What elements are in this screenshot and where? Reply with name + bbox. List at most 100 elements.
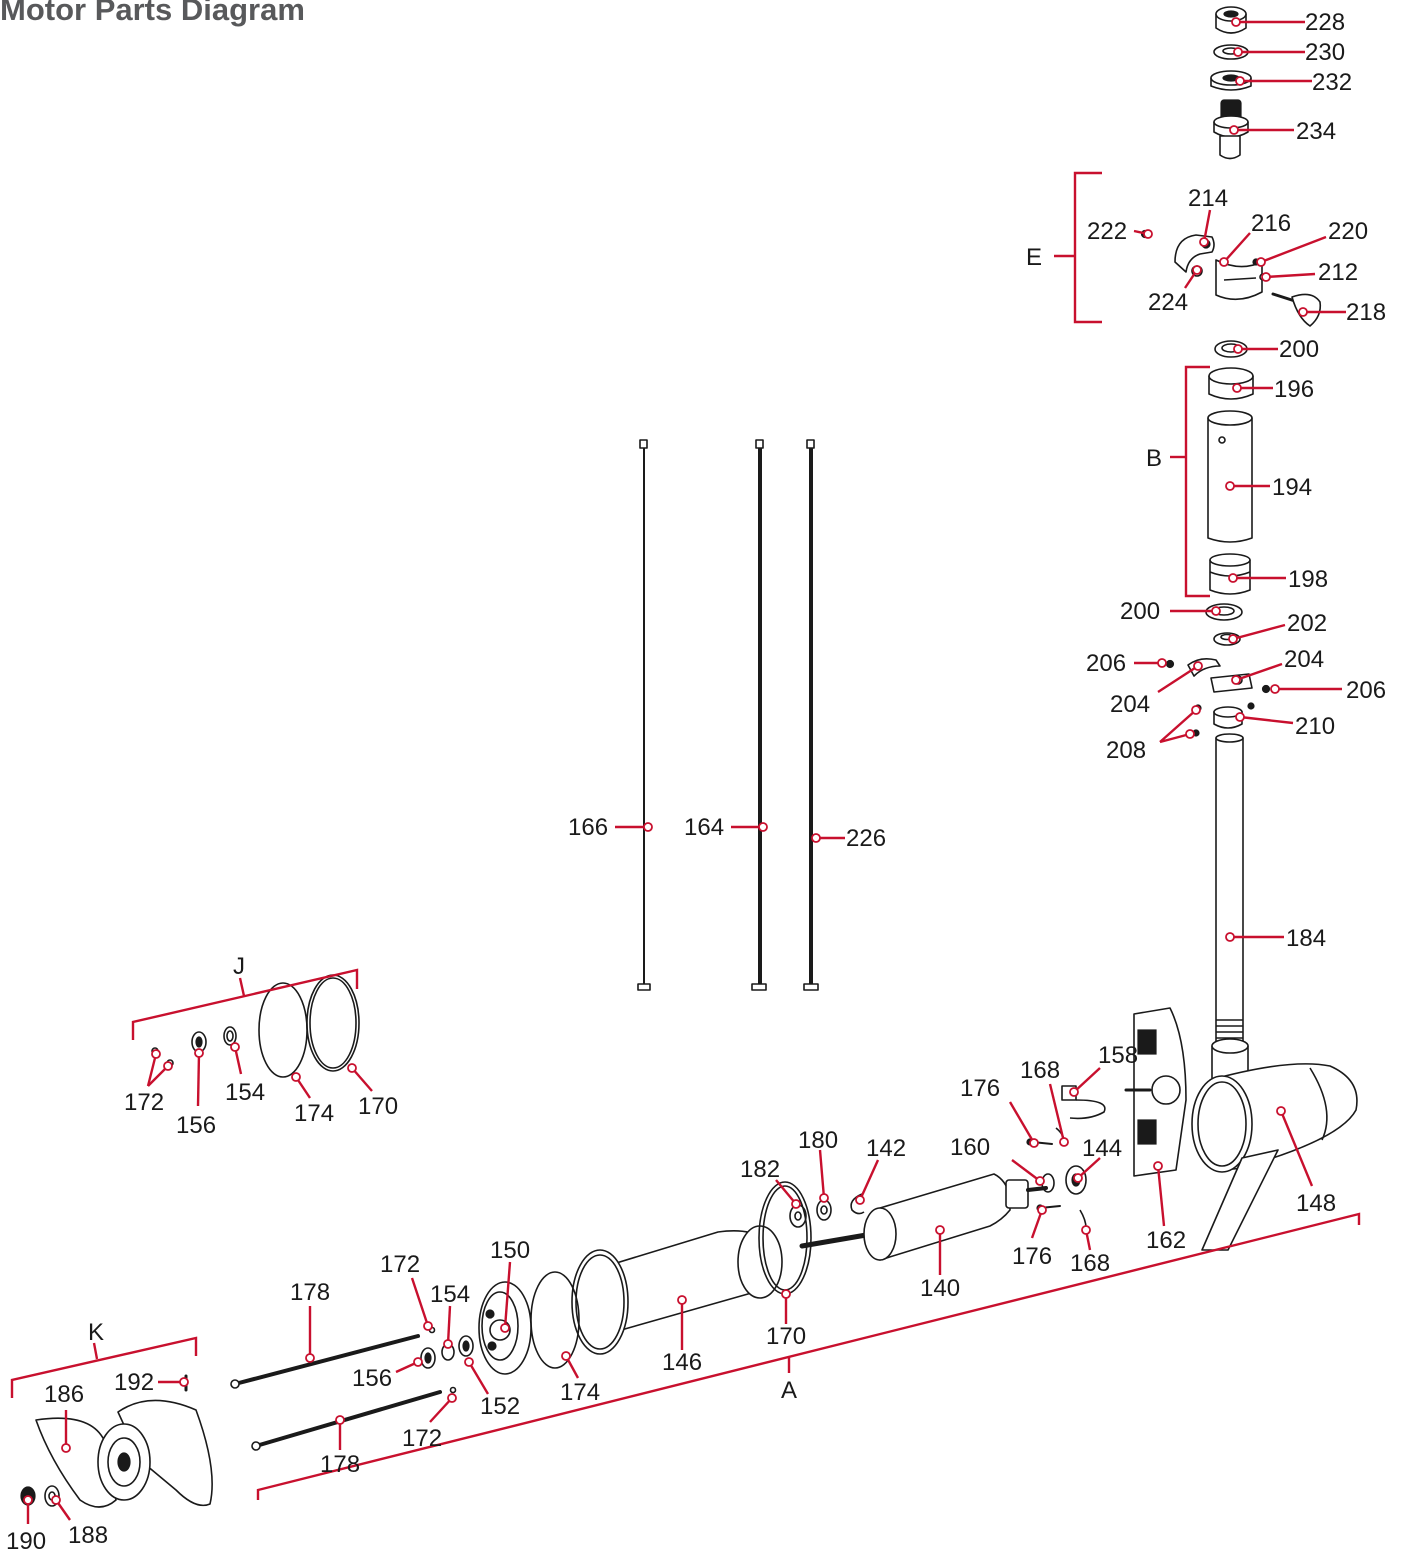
label-206-right: 206 xyxy=(1346,677,1386,704)
part-210-ring xyxy=(1213,702,1255,729)
part-174-oring xyxy=(530,1271,580,1369)
label-158: 158 xyxy=(1098,1042,1138,1069)
leader-176a xyxy=(1008,1101,1039,1148)
part-156-j-bearing xyxy=(191,1031,207,1053)
label-148: 148 xyxy=(1296,1190,1336,1217)
label-208: 208 xyxy=(1106,737,1146,764)
part-206-screw-left xyxy=(1165,659,1175,669)
group-brackets xyxy=(10,171,1361,1500)
label-226: 226 xyxy=(846,825,886,852)
label-166: 166 xyxy=(568,814,608,841)
label-172-bottom: 172 xyxy=(402,1425,442,1452)
leader-218 xyxy=(1298,307,1346,317)
part-228-cap xyxy=(1215,6,1247,34)
part-170-j-oring xyxy=(306,974,360,1072)
group-labels: E B J A K xyxy=(88,244,1162,1404)
leader-144 xyxy=(1073,1157,1101,1183)
label-182: 182 xyxy=(740,1156,780,1183)
label-216: 216 xyxy=(1251,210,1291,237)
part-206-screw-right xyxy=(1261,684,1271,694)
part-154-j-seal xyxy=(223,1026,237,1046)
leader-222 xyxy=(1133,229,1153,239)
label-234: 234 xyxy=(1296,118,1336,145)
label-170: 170 xyxy=(766,1323,806,1350)
leader-226 xyxy=(811,833,845,843)
label-168-top: 168 xyxy=(1020,1057,1060,1084)
label-160: 160 xyxy=(950,1134,990,1161)
leader-232 xyxy=(1235,76,1312,86)
leader-170a xyxy=(781,1289,791,1324)
leader-180 xyxy=(818,1149,829,1203)
part-142-clip xyxy=(850,1193,865,1215)
leader-184 xyxy=(1225,932,1284,942)
part-182-washer xyxy=(789,1204,807,1228)
group-label-b: B xyxy=(1146,445,1162,472)
label-142: 142 xyxy=(866,1135,906,1162)
label-192: 192 xyxy=(114,1369,154,1396)
leader-214 xyxy=(1199,209,1212,247)
leader-168a xyxy=(1048,1083,1069,1147)
leader-190 xyxy=(23,1495,33,1524)
label-210: 210 xyxy=(1295,713,1335,740)
label-220: 220 xyxy=(1328,218,1368,245)
part-194-tube xyxy=(1207,410,1253,543)
leader-168b xyxy=(1081,1225,1092,1251)
leader-194 xyxy=(1225,481,1270,491)
bracket-b xyxy=(1170,365,1210,598)
label-176-bottom: 176 xyxy=(1012,1243,1052,1270)
leader-178a xyxy=(305,1306,315,1363)
label-156: 156 xyxy=(352,1365,392,1392)
part-178-through-bolts xyxy=(230,1334,442,1451)
label-178-bottom: 178 xyxy=(320,1451,360,1478)
leader-210 xyxy=(1235,712,1294,725)
label-196: 196 xyxy=(1274,376,1314,403)
leader-208 xyxy=(1159,705,1201,744)
leader-234 xyxy=(1229,125,1294,135)
leader-230 xyxy=(1233,47,1305,57)
label-198: 198 xyxy=(1288,566,1328,593)
bracket-a xyxy=(256,1212,1361,1500)
part-146-housing xyxy=(571,1225,783,1355)
label-228: 228 xyxy=(1305,9,1345,36)
leader-176b xyxy=(1030,1205,1047,1239)
label-144: 144 xyxy=(1082,1135,1122,1162)
leader-206a xyxy=(1134,658,1167,668)
label-176-top: 176 xyxy=(960,1075,1000,1102)
label-170-j: 170 xyxy=(358,1093,398,1120)
part-234-collar xyxy=(1213,99,1249,160)
leader-166 xyxy=(615,822,653,832)
leader-202 xyxy=(1228,623,1286,644)
leader-142 xyxy=(855,1159,880,1205)
label-174-j: 174 xyxy=(294,1100,334,1127)
label-154: 154 xyxy=(430,1281,470,1308)
label-224: 224 xyxy=(1148,289,1188,316)
label-180: 180 xyxy=(798,1127,838,1154)
leader-148 xyxy=(1276,1106,1314,1187)
part-166-rod xyxy=(637,439,651,991)
label-230: 230 xyxy=(1305,39,1345,66)
leader-206b xyxy=(1270,684,1342,694)
part-184-shaft xyxy=(1215,733,1244,1053)
label-232: 232 xyxy=(1312,69,1352,96)
bracket-k xyxy=(10,1336,198,1398)
label-172-j: 172 xyxy=(124,1089,164,1116)
label-188: 188 xyxy=(68,1522,108,1549)
leader-170j xyxy=(347,1063,373,1092)
leader-200b xyxy=(1170,606,1221,616)
label-222: 222 xyxy=(1087,218,1127,245)
label-168-bottom: 168 xyxy=(1070,1250,1110,1277)
label-212: 212 xyxy=(1318,259,1358,286)
part-198-bushing xyxy=(1209,553,1251,595)
leader-146 xyxy=(677,1295,687,1350)
leader-224 xyxy=(1184,265,1202,289)
label-174: 174 xyxy=(560,1379,600,1406)
part-204-clamp-left xyxy=(1187,658,1221,677)
leader-178b xyxy=(335,1415,345,1450)
leader-140 xyxy=(935,1225,945,1275)
part-162-brush-plate xyxy=(1124,1007,1187,1177)
part-218-knob xyxy=(1271,292,1322,327)
leader-196 xyxy=(1232,383,1273,393)
part-148-lower-housing xyxy=(1191,1038,1358,1251)
group-label-k: K xyxy=(88,1319,104,1346)
